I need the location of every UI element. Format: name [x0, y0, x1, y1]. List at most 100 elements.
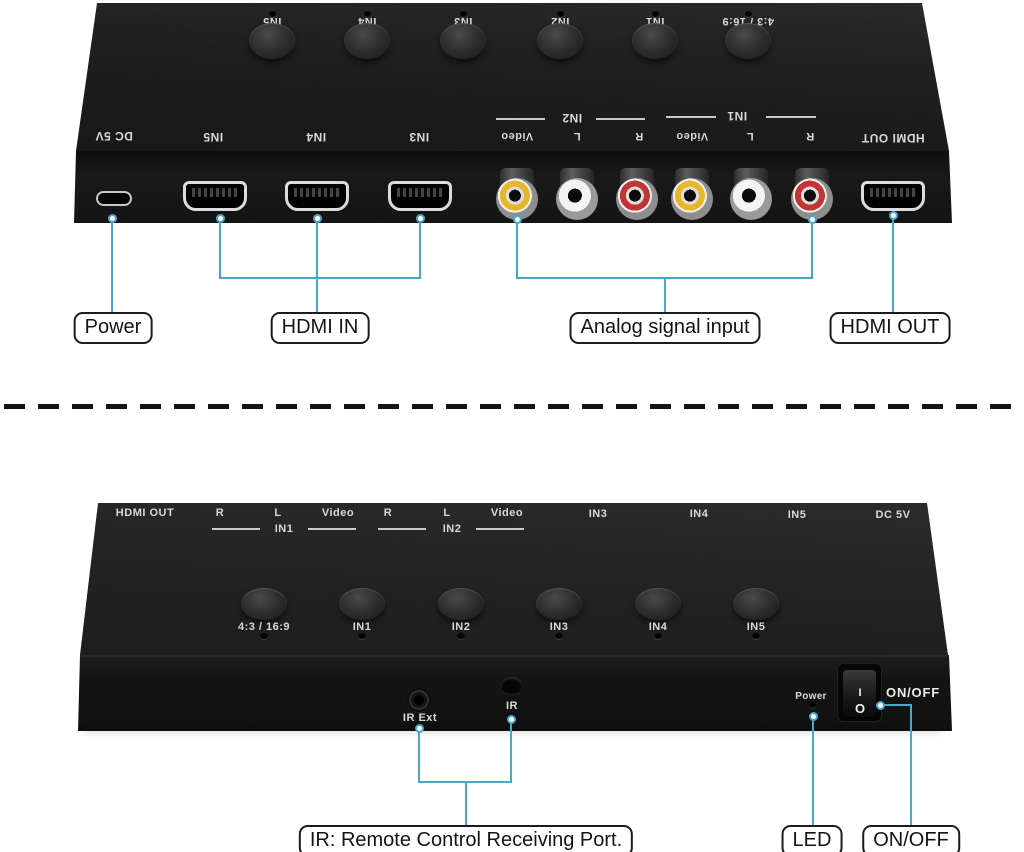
group-line: [378, 528, 426, 530]
button-label: IN3: [549, 621, 569, 633]
power-callout-label: Power: [73, 312, 153, 344]
callout-dot: [507, 715, 516, 724]
ir-callout-label: IR: Remote Control Receiving Port.: [298, 825, 634, 852]
callout-line: [510, 722, 512, 782]
callout-line: [664, 279, 666, 313]
rca-video-jack-yellow: [671, 178, 713, 220]
select-button: [635, 588, 681, 620]
group-label: IN1: [274, 523, 294, 535]
usb-c-power-port: [96, 191, 132, 206]
ir-ext-label: IR Ext: [402, 712, 438, 724]
callout-line: [219, 222, 221, 278]
callout-line: [811, 223, 813, 278]
led-hole: [555, 633, 563, 639]
callout-dot: [809, 712, 818, 721]
led-hole: [752, 633, 760, 639]
group-line: [596, 118, 645, 120]
callout-line: [419, 222, 421, 278]
led-hole: [260, 633, 268, 639]
jack-label: Video: [490, 507, 524, 519]
select-button: [249, 23, 295, 59]
rca-audio-jack-red: [616, 178, 658, 220]
ir-label: IR: [506, 700, 518, 712]
power-switch-rocker: [843, 670, 876, 717]
callout-line: [883, 704, 912, 706]
jack-label: R: [634, 130, 644, 143]
button-label: IN4: [648, 621, 668, 633]
hdmi-in-port-label: IN3: [408, 130, 430, 145]
hdmi-in-port-label: IN5: [787, 509, 807, 521]
callout-dot: [889, 211, 898, 220]
ir-receiver-window: [501, 677, 522, 694]
button-label: IN1: [352, 621, 372, 633]
callout-line: [892, 219, 894, 313]
hdmi-pin-strip: [294, 188, 340, 197]
led-hole: [557, 11, 564, 17]
rca-audio-jack-red: [791, 178, 833, 220]
callout-line: [316, 222, 318, 278]
hdmi-in-port-label: IN4: [689, 508, 709, 520]
hdmi-in-port-label: IN3: [588, 508, 608, 520]
onoff-label: ON/OFF: [886, 685, 940, 700]
select-button: [438, 588, 484, 620]
led-hole: [745, 11, 752, 17]
hdmi-in3-port: [388, 181, 452, 211]
hdmi-pin-strip: [397, 188, 443, 197]
hdmi-in-port-label: IN5: [202, 130, 224, 145]
hdmi-in-port-label: IN4: [305, 130, 327, 145]
dc-port-label: DC 5V: [95, 129, 133, 144]
select-button: [537, 23, 583, 59]
hdmi-in-callout-label: HDMI IN: [270, 312, 370, 344]
callout-dot: [416, 214, 425, 223]
led-hole: [364, 11, 371, 17]
jack-label: L: [573, 130, 581, 143]
callout-dot: [513, 215, 522, 224]
rca-audio-jack-white: [730, 178, 772, 220]
callout-line: [418, 731, 420, 782]
callout-line: [465, 783, 467, 825]
callout-bracket: [418, 781, 512, 783]
select-button: [440, 23, 486, 59]
button-label: IN2: [451, 621, 471, 633]
hdmi-pin-strip: [192, 188, 238, 197]
aspect-button-label: 4:3 / 16:9: [237, 621, 291, 633]
select-button: [632, 23, 678, 59]
callout-line: [812, 719, 814, 825]
switch-on-mark: I: [858, 687, 862, 699]
group-label: IN2: [442, 523, 462, 535]
onoff-callout-label: ON/OFF: [862, 825, 960, 852]
hdmi-out-callout-label: HDMI OUT: [829, 312, 951, 344]
front-device-top-surface: [80, 503, 948, 655]
jack-label: L: [443, 507, 451, 519]
led-hole: [358, 633, 366, 639]
jack-label: R: [805, 130, 815, 143]
group-line: [766, 116, 816, 118]
callout-bracket: [516, 277, 813, 279]
rca-video-jack-yellow: [496, 178, 538, 220]
group-line: [476, 528, 524, 530]
aspect-button: [241, 588, 287, 620]
callout-dot: [108, 214, 117, 223]
group-line: [308, 528, 356, 530]
power-led-label: Power: [795, 691, 827, 702]
callout-dot: [216, 214, 225, 223]
group-line: [666, 116, 716, 118]
callout-line: [111, 222, 113, 313]
callout-line: [910, 704, 912, 825]
led-hole: [652, 11, 659, 17]
callout-dot: [313, 214, 322, 223]
power-led-hole: [809, 702, 816, 708]
callout-dot: [876, 701, 885, 710]
callout-line: [516, 223, 518, 278]
led-hole: [269, 11, 276, 17]
group-line: [212, 528, 260, 530]
select-button: [339, 588, 385, 620]
dc-port-label: DC 5V: [875, 509, 911, 521]
hdmi-out-port: [861, 181, 925, 211]
jack-label: Video: [500, 130, 534, 143]
aspect-button: [725, 23, 771, 59]
device-shadow: [84, 729, 942, 733]
rear-device-top-surface: [76, 3, 949, 151]
jack-label: R: [383, 507, 393, 519]
